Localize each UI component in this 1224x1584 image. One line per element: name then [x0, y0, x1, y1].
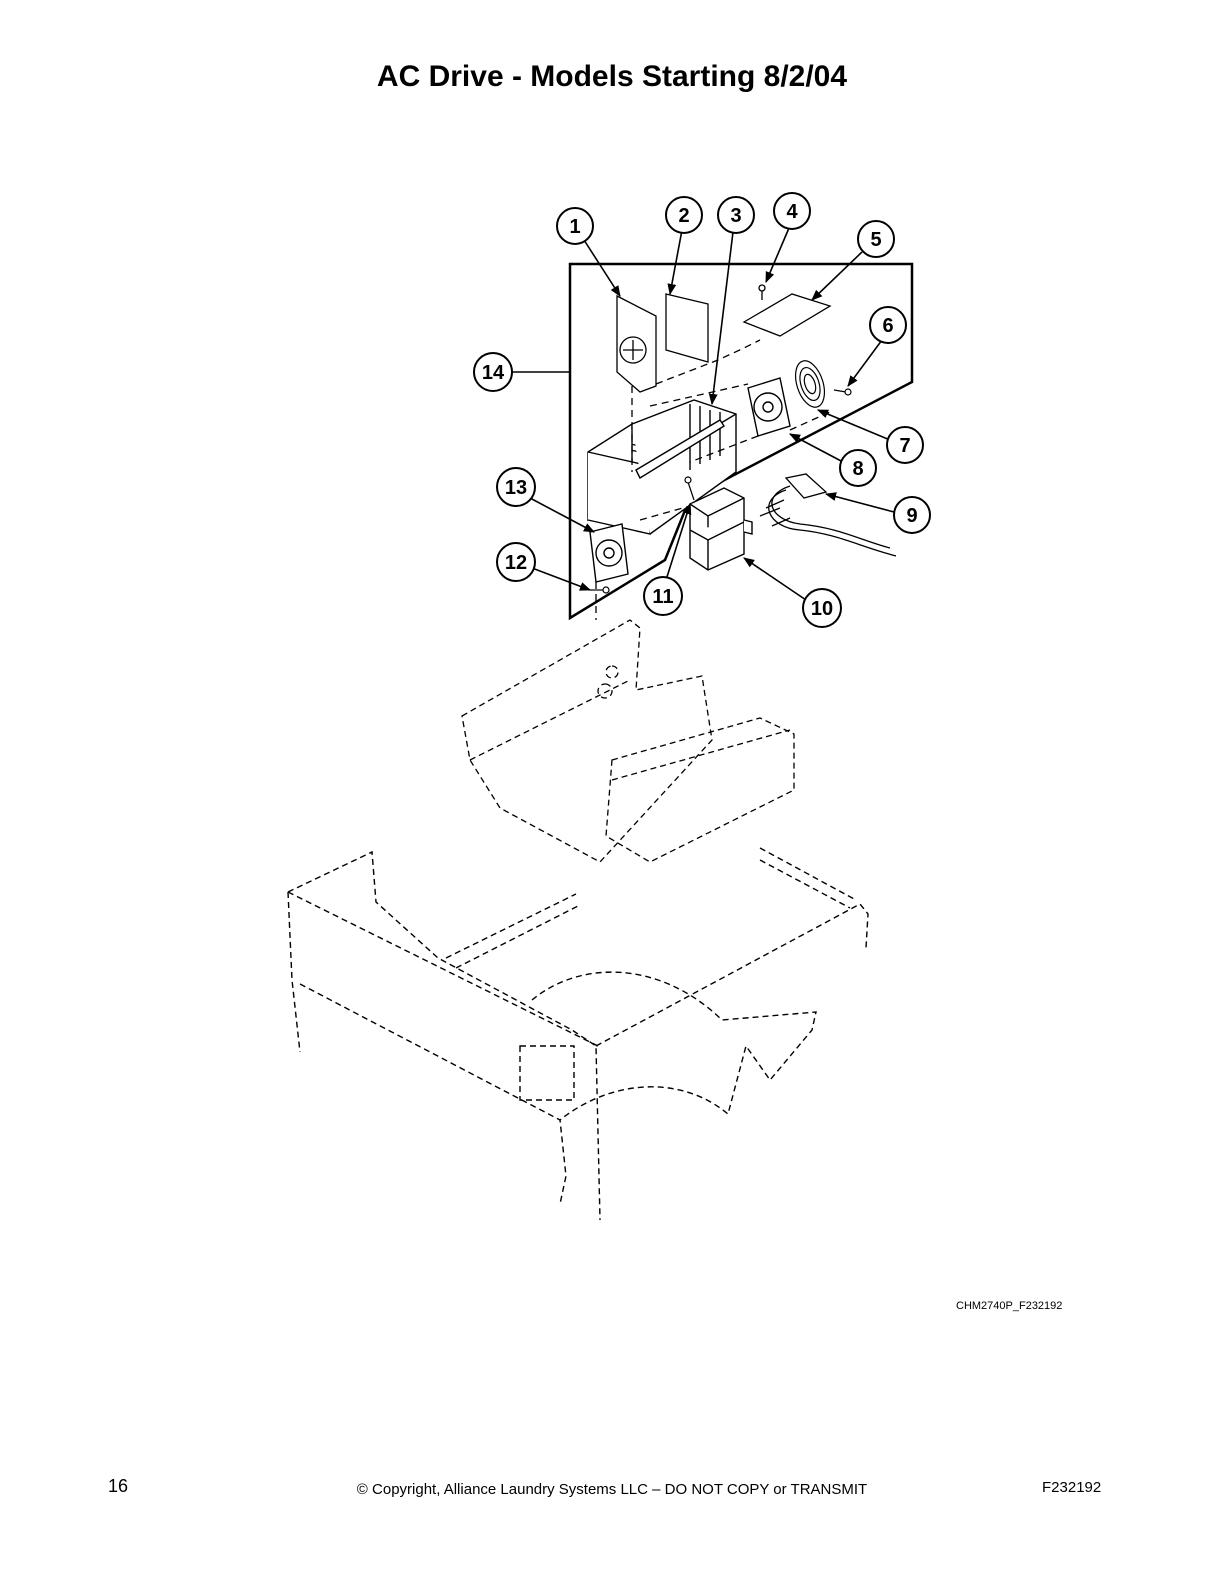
lower-fan-part — [589, 523, 629, 583]
callout-3: 3 — [717, 196, 755, 234]
callout-8-label: 8 — [852, 458, 863, 480]
machine-frame — [287, 847, 869, 1221]
callout-4: 4 — [773, 192, 811, 230]
callout-3-label: 3 — [730, 205, 741, 227]
callout-8: 8 — [839, 449, 877, 487]
callout-13: 13 — [496, 467, 536, 507]
callout-1-label: 1 — [569, 216, 580, 238]
drive-housing-part — [587, 399, 737, 535]
drawing-code: CHM2740P_F232192 — [956, 1300, 1063, 1312]
callout-10-label: 10 — [811, 598, 833, 620]
screw-part — [833, 388, 852, 396]
callout-9: 9 — [893, 496, 931, 534]
callout-4-label: 4 — [786, 201, 798, 223]
callout-14: 14 — [473, 352, 513, 392]
callout-9-label: 9 — [906, 505, 917, 527]
fan-guard-part — [794, 360, 826, 408]
relay-part — [689, 487, 753, 571]
callout-7-label: 7 — [899, 435, 910, 457]
callout-11: 11 — [643, 576, 683, 616]
callout-7: 7 — [886, 426, 924, 464]
callout-14-label: 14 — [482, 362, 505, 384]
fan-part — [747, 377, 791, 437]
callout-11-label: 11 — [652, 586, 673, 608]
callout-10: 10 — [802, 588, 842, 628]
callout-5-label: 5 — [870, 229, 881, 251]
page-number: 16 — [108, 1476, 129, 1496]
callout-6-label: 6 — [882, 315, 893, 337]
leader-lines — [510, 227, 895, 601]
callout-2-label: 2 — [678, 205, 689, 227]
alignment-lines — [595, 339, 831, 620]
callout-2: 2 — [665, 196, 703, 234]
callout-13-label: 13 — [505, 477, 527, 499]
cover-plate-part — [742, 284, 832, 337]
wire-harness-part — [759, 473, 897, 557]
callout-5: 5 — [857, 220, 895, 258]
callout-1: 1 — [556, 207, 594, 245]
callouts: 1 2 3 4 5 6 7 8 9 10 11 12 13 14 — [473, 192, 931, 628]
copyright-notice: © Copyright, Alliance Laundry Systems LL… — [356, 1481, 868, 1498]
drive-board-part — [616, 294, 657, 456]
document-code: F232192 — [1042, 1479, 1102, 1496]
mounting-screws — [590, 476, 695, 594]
callout-6: 6 — [869, 306, 907, 344]
page-title: AC Drive - Models Starting 8/2/04 — [376, 60, 848, 93]
callout-12: 12 — [496, 542, 536, 582]
insulator-sheet-part — [665, 293, 709, 363]
chassis-tray — [461, 619, 795, 863]
callout-12-label: 12 — [505, 552, 527, 574]
